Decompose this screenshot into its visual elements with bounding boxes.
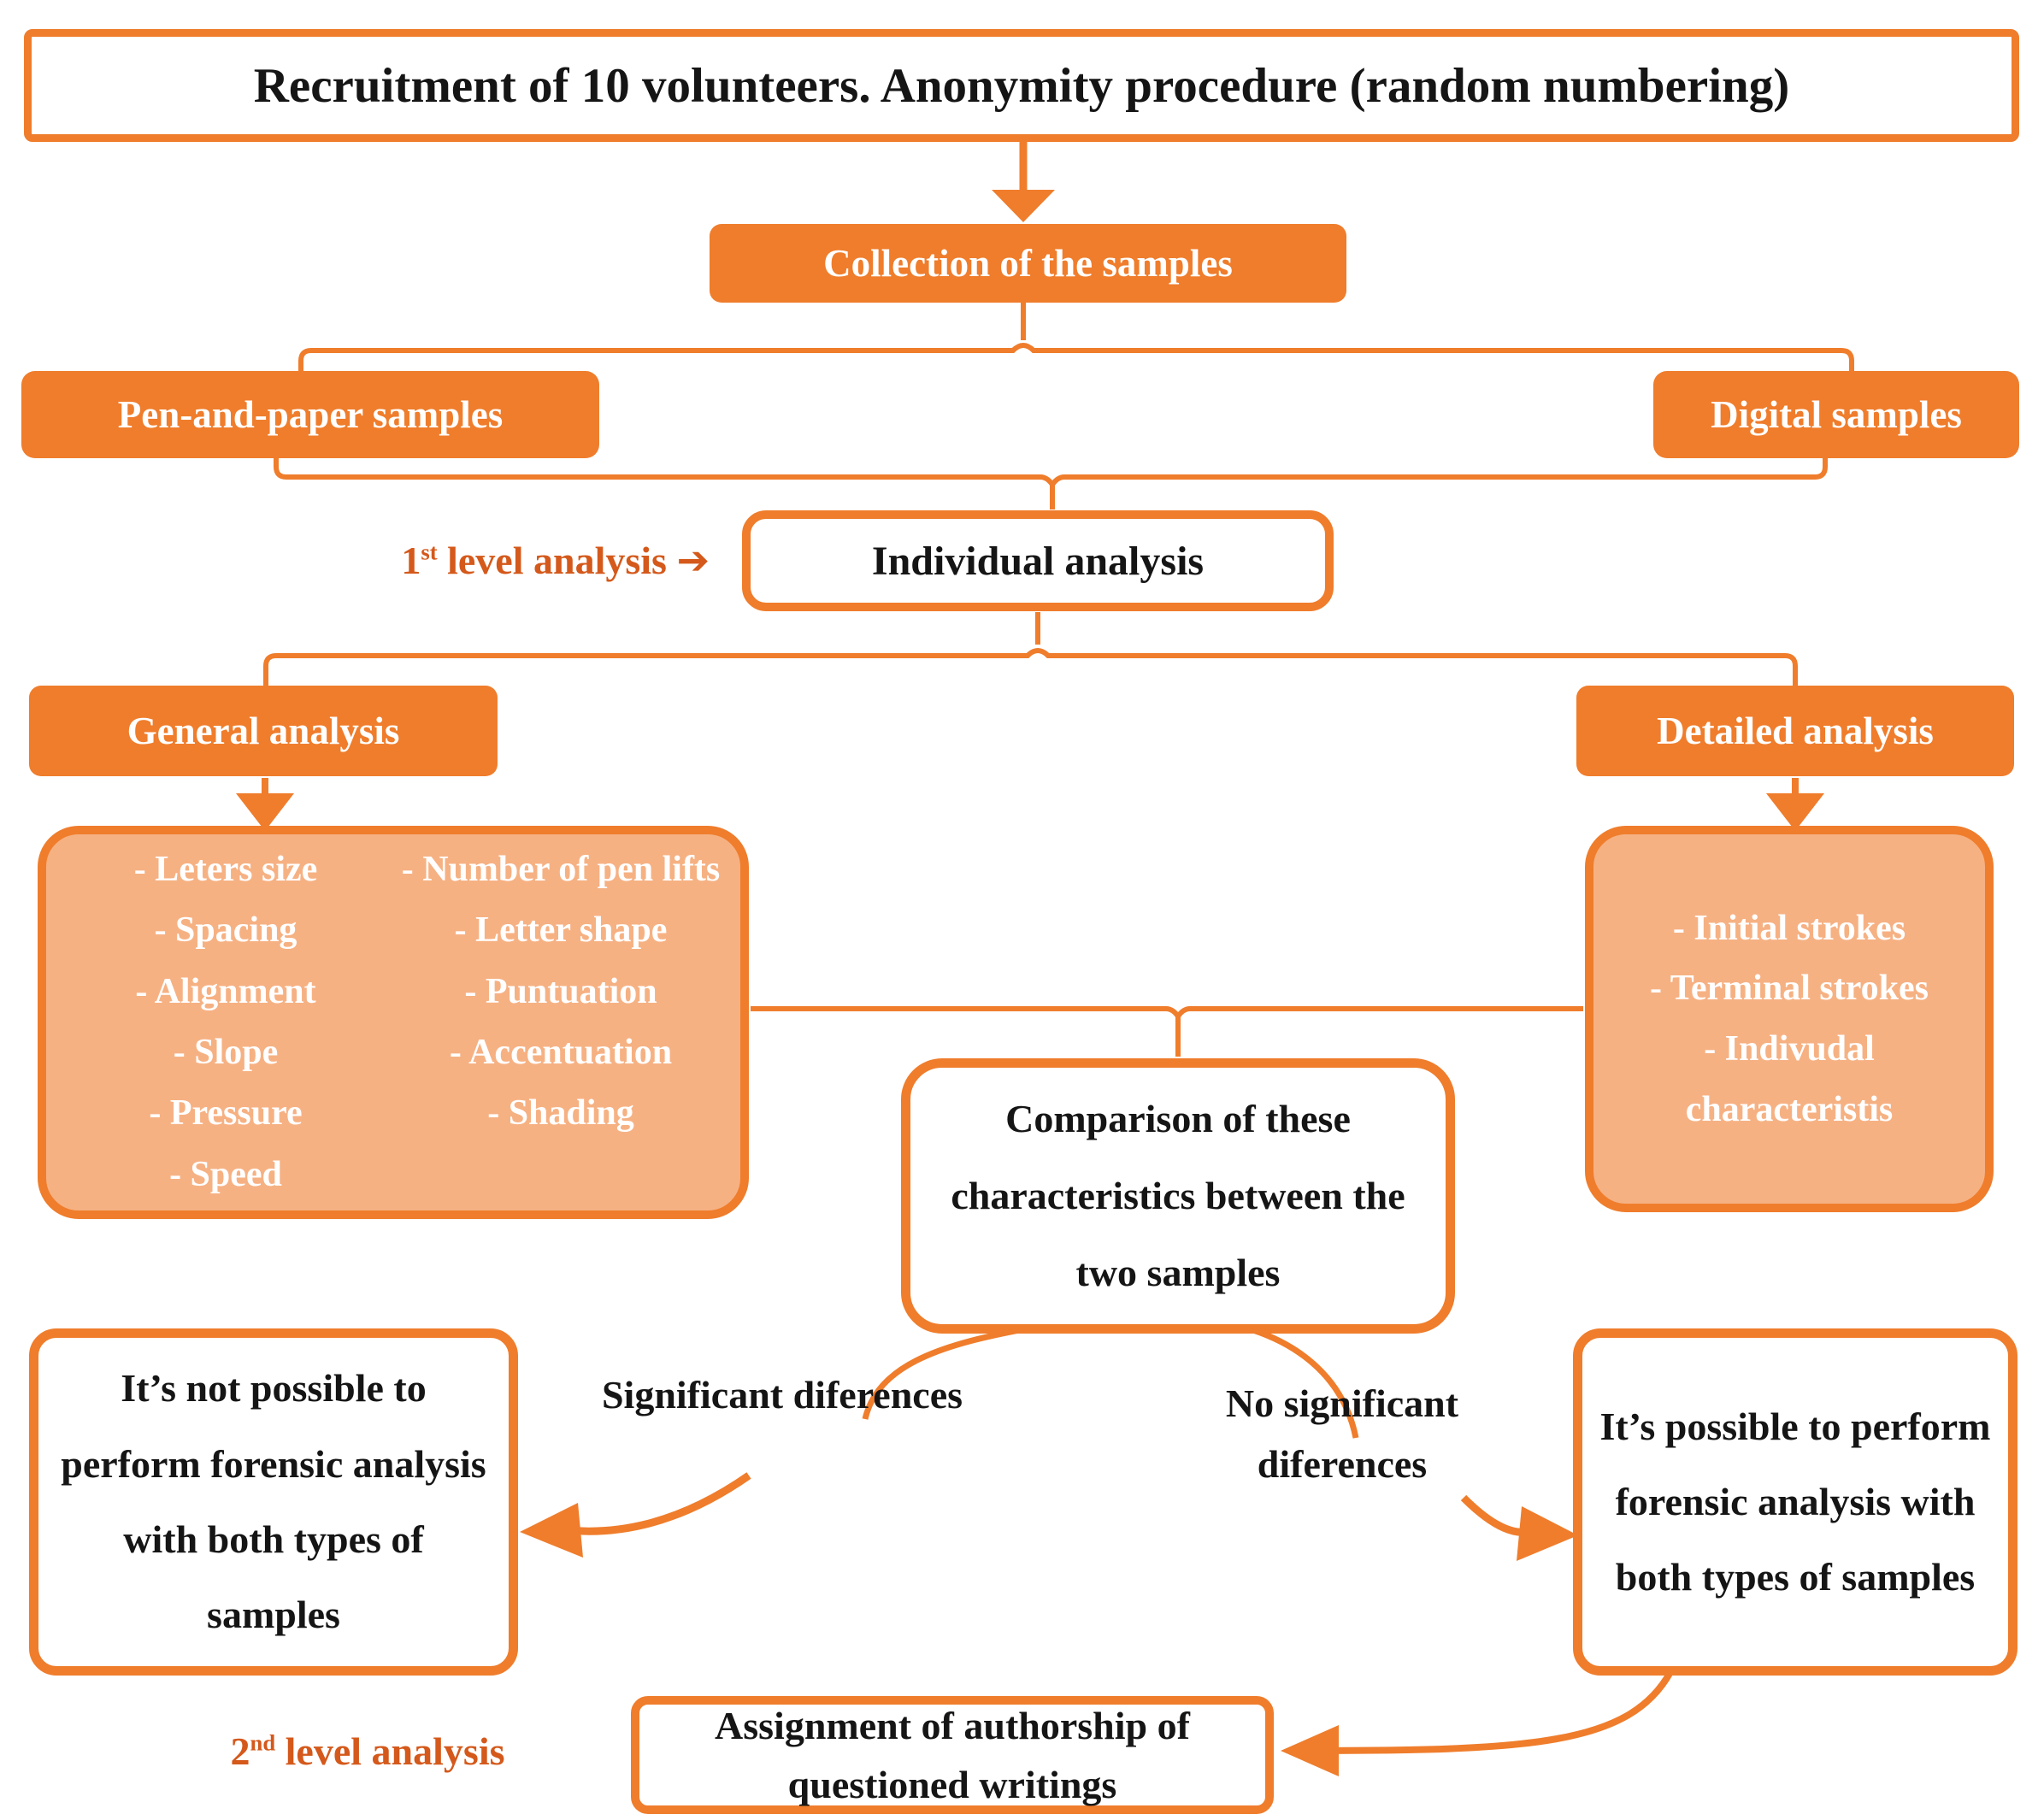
list-item: - Puntuation xyxy=(464,971,657,1011)
list-item: - Terminal strokes xyxy=(1650,969,1929,1009)
list-item: - Alignment xyxy=(135,971,316,1011)
first-level-number: 1 xyxy=(401,539,421,582)
first-level-text: level analysis xyxy=(437,539,677,582)
arrowhead-recruitment-to-collection xyxy=(992,190,1055,222)
digital-samples-box: Digital samples xyxy=(1653,371,2019,458)
general-analysis-text: General analysis xyxy=(127,710,400,752)
digital-samples-text: Digital samples xyxy=(1711,393,1962,436)
arrowhead-detailed-to-list xyxy=(1766,793,1824,831)
no-significant-differences-label: No significant diferences xyxy=(1225,1381,1459,1487)
curve-comparison-to-no-significant xyxy=(1252,1327,1359,1439)
second-level-ordinal: nd xyxy=(250,1729,276,1756)
pen-and-paper-text: Pen-and-paper samples xyxy=(117,393,504,436)
collection-text: Collection of the samples xyxy=(823,242,1233,285)
recruitment-box: Recruitment of 10 volunteers. Anonymity … xyxy=(24,29,2019,142)
significant-differences-label: Significant diferences xyxy=(601,1373,963,1417)
arrowhead-possible-to-assignment xyxy=(1281,1725,1339,1776)
detailed-analysis-box: Detailed analysis xyxy=(1576,686,2014,776)
detailed-characteristics-list: - Initial strokes - Terminal strokes - I… xyxy=(1593,892,1985,1146)
detailed-characteristics-box: - Initial strokes - Terminal strokes - I… xyxy=(1585,826,1994,1212)
list-item: - Letter shape xyxy=(454,910,668,951)
second-level-analysis-label: 2nd level analysis xyxy=(128,1729,607,1774)
assignment-box: Assignment of authorship of questioned w… xyxy=(631,1696,1274,1814)
not-possible-text: It’s not possible to perform forensic an… xyxy=(61,1366,486,1637)
second-level-number: 2 xyxy=(230,1729,250,1773)
general-characteristics-col1: - Leters size - Spacing - Alignment - Sl… xyxy=(58,839,393,1205)
individual-analysis-box: Individual analysis xyxy=(742,510,1334,611)
split-bracket-individual xyxy=(263,612,1798,686)
merge-line-lists-to-comparison xyxy=(751,1006,1583,1057)
comparison-box: Comparison of these characteristics betw… xyxy=(901,1058,1455,1334)
arrowhead-significant-to-not-possible xyxy=(520,1503,583,1558)
right-arrow-icon: ➔ xyxy=(676,537,710,583)
list-item: - Shading xyxy=(487,1093,634,1134)
collection-box: Collection of the samples xyxy=(710,224,1346,303)
arrow-no-significant-to-possible xyxy=(1460,1494,1528,1536)
arrowhead-no-significant-to-possible xyxy=(1517,1506,1578,1561)
list-item: - Number of pen lifts xyxy=(401,849,721,889)
list-item: - Initial strokes xyxy=(1672,908,1906,948)
first-level-ordinal: st xyxy=(421,539,438,565)
assignment-text: Assignment of authorship of questioned w… xyxy=(715,1704,1190,1806)
list-item: - Pressure xyxy=(149,1093,303,1134)
pen-and-paper-samples-box: Pen-and-paper samples xyxy=(21,371,599,458)
curve-comparison-to-significant xyxy=(862,1327,1020,1420)
list-item: - Indivudal characteristis xyxy=(1685,1029,1894,1129)
individual-analysis-text: Individual analysis xyxy=(871,538,1205,584)
general-characteristics-col2: - Number of pen lifts - Letter shape - P… xyxy=(393,839,728,1205)
comparison-text: Comparison of these characteristics betw… xyxy=(951,1097,1405,1294)
list-item: - Accentuation xyxy=(449,1033,673,1072)
general-characteristics-box: - Leters size - Spacing - Alignment - Sl… xyxy=(38,826,749,1219)
second-level-text: level analysis xyxy=(275,1729,505,1773)
detailed-analysis-text: Detailed analysis xyxy=(1657,710,1934,752)
list-item: - Spacing xyxy=(154,910,297,951)
recruitment-text: Recruitment of 10 volunteers. Anonymity … xyxy=(253,58,1790,113)
curve-possible-to-assignment xyxy=(1295,1670,1674,1754)
arrowhead-general-to-list xyxy=(236,793,294,831)
arrow-significant-to-not-possible xyxy=(567,1472,751,1535)
list-item: - Leters size xyxy=(133,849,318,889)
possible-text: It’s possible to perform forensic analys… xyxy=(1599,1404,1991,1599)
not-possible-outcome-box: It’s not possible to perform forensic an… xyxy=(29,1328,518,1676)
general-analysis-box: General analysis xyxy=(29,686,498,776)
possible-outcome-box: It’s possible to perform forensic analys… xyxy=(1573,1328,2017,1676)
list-item: - Speed xyxy=(169,1154,282,1194)
list-item: - Slope xyxy=(173,1033,279,1072)
first-level-analysis-label: 1st level analysis ➔ xyxy=(197,537,710,583)
merge-bracket-samples xyxy=(274,455,1828,509)
split-bracket-collection xyxy=(298,303,1854,374)
